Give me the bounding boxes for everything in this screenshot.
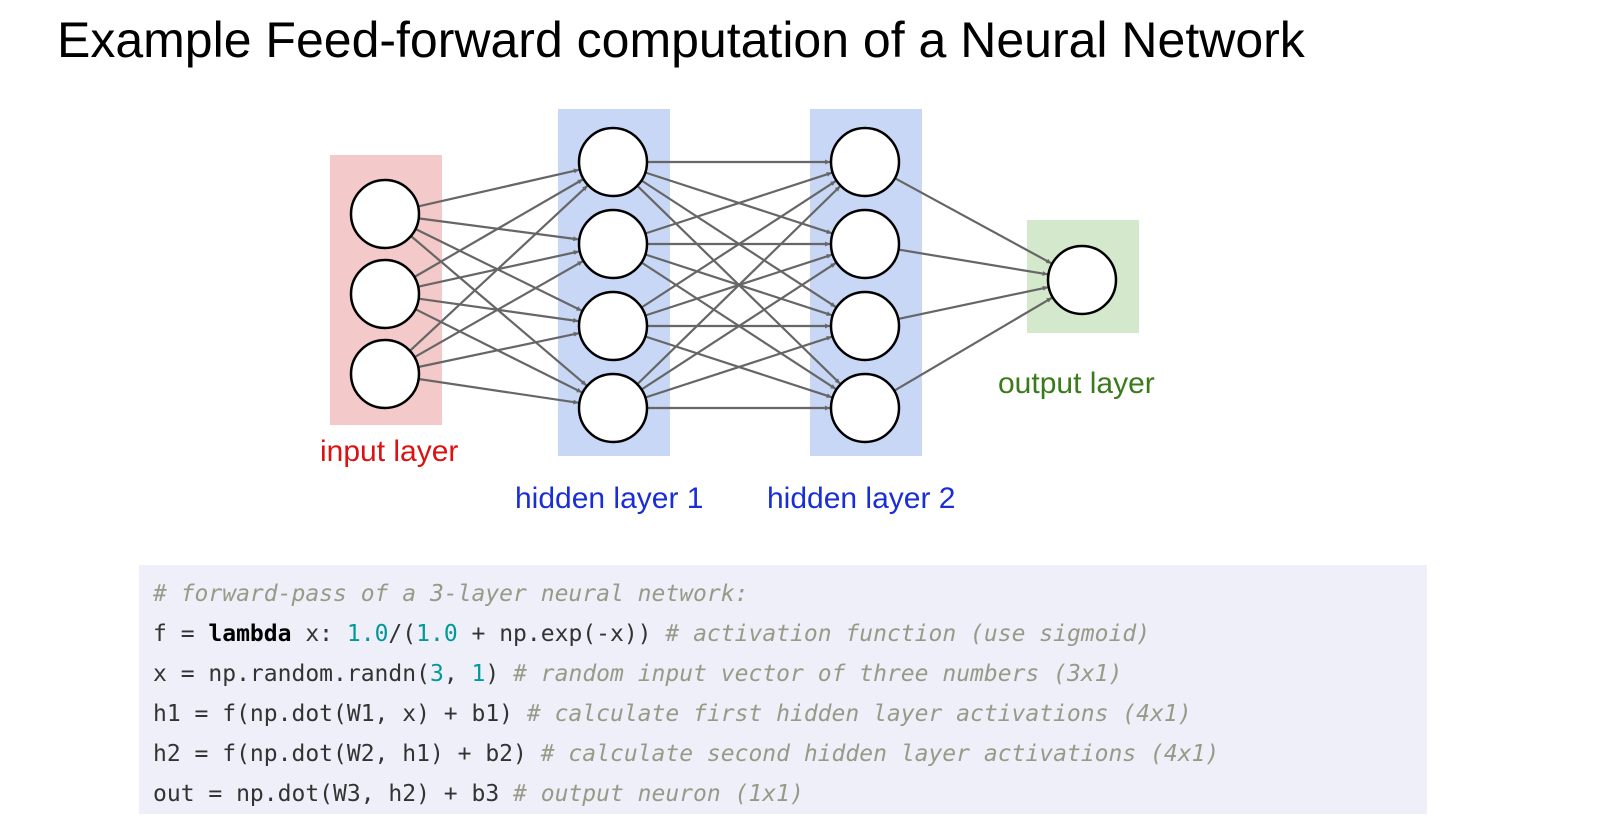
- connections: [409, 159, 1053, 411]
- code-token-plain: ,: [443, 661, 472, 687]
- code-token-comment: # activation function (use sigmoid): [665, 621, 1151, 647]
- code-token-plain: x = np.random.randn(: [153, 661, 430, 687]
- code-block: # forward-pass of a 3-layer neural netwo…: [139, 565, 1427, 814]
- hidden-layer-2-neuron: [829, 372, 901, 444]
- code-token-plain: ): [485, 661, 514, 687]
- neural-network-diagram: input layer hidden layer 1 hidden layer 2 o…: [320, 109, 1155, 515]
- code-token-plain: h1 = f(np.dot(W1, x) + b1): [153, 701, 527, 727]
- code-line: h2 = f(np.dot(W2, h1) + b2) # calculate …: [153, 734, 1427, 774]
- connection-arrow: [640, 262, 837, 391]
- code-token-plain: f =: [153, 621, 209, 647]
- connection-arrow: [417, 168, 580, 208]
- connection-arrow: [644, 335, 833, 399]
- hidden-layer-2-neuron: [829, 208, 901, 280]
- connection-arrow: [418, 331, 580, 369]
- connection-arrow: [640, 180, 837, 309]
- hidden-layer-2-neuron: [829, 290, 901, 362]
- input-layer-label: input layer: [320, 435, 458, 468]
- code-line: out = np.dot(W3, h2) + b3 # output neuro…: [153, 774, 1427, 814]
- connection-arrow: [894, 177, 1052, 265]
- input-layer-neuron: [349, 178, 421, 250]
- layer-labels: input layer hidden layer 1 hidden layer 2 o…: [320, 367, 1155, 515]
- code-line: f = lambda x: 1.0/(1.0 + np.exp(-x)) # a…: [153, 614, 1427, 654]
- connection-arrow: [898, 285, 1049, 320]
- code-token-plain: + np.exp(-x)): [457, 621, 666, 647]
- code-token-number: 1.0: [416, 621, 458, 647]
- hidden-layer-1-neuron: [577, 290, 649, 362]
- code-token-plain: /(: [388, 621, 417, 647]
- hidden-layer-1-neuron: [577, 208, 649, 280]
- connection-arrow: [636, 185, 841, 385]
- code-token-comment: # calculate first hidden layer activatio…: [526, 701, 1192, 727]
- connection-arrow: [413, 260, 584, 359]
- code-token-comment: # forward-pass of a 3-layer neural netwo…: [153, 581, 749, 607]
- hidden-layer-1-neuron: [577, 372, 649, 444]
- hidden-layer-1-label: hidden layer 1: [515, 482, 703, 515]
- connection-arrow: [898, 248, 1048, 276]
- connection-arrow: [644, 171, 833, 235]
- code-line: # forward-pass of a 3-layer neural netwo…: [153, 574, 1427, 614]
- input-layer-neuron: [349, 338, 421, 410]
- connection-arrow: [409, 184, 589, 352]
- code-lines: # forward-pass of a 3-layer neural netwo…: [153, 574, 1427, 814]
- connection-arrow: [413, 178, 584, 278]
- connection-arrow: [418, 377, 579, 405]
- code-token-comment: # calculate second hidden layer activati…: [540, 741, 1220, 767]
- hidden-layer-2-neuron: [829, 126, 901, 198]
- code-line: x = np.random.randn(3, 1) # random input…: [153, 654, 1427, 694]
- code-token-plain: x:: [291, 621, 347, 647]
- code-token-number: 3: [429, 661, 444, 687]
- code-token-comment: # output neuron (1x1): [513, 781, 804, 807]
- hidden-layer-1-neuron: [577, 126, 649, 198]
- code-line: h1 = f(np.dot(W1, x) + b1) # calculate f…: [153, 694, 1427, 734]
- output-layer-label: output layer: [998, 367, 1155, 400]
- code-token-plain: out = np.dot(W3, h2) + b3: [153, 781, 514, 807]
- code-token-comment: # random input vector of three numbers (…: [513, 661, 1123, 687]
- code-token-plain: h2 = f(np.dot(W2, h1) + b2): [153, 741, 541, 767]
- code-token-keyword: lambda: [208, 621, 292, 647]
- input-layer-neuron: [349, 258, 421, 330]
- connection-arrow: [893, 296, 1053, 392]
- slide-title: Example Feed-forward computation of a Ne…: [57, 12, 1305, 68]
- neurons: [349, 126, 1118, 444]
- hidden-layer-2-label: hidden layer 2: [767, 482, 955, 515]
- output-layer-neuron: [1046, 244, 1118, 316]
- code-token-number: 1.0: [346, 621, 389, 647]
- code-token-number: 1: [471, 661, 486, 687]
